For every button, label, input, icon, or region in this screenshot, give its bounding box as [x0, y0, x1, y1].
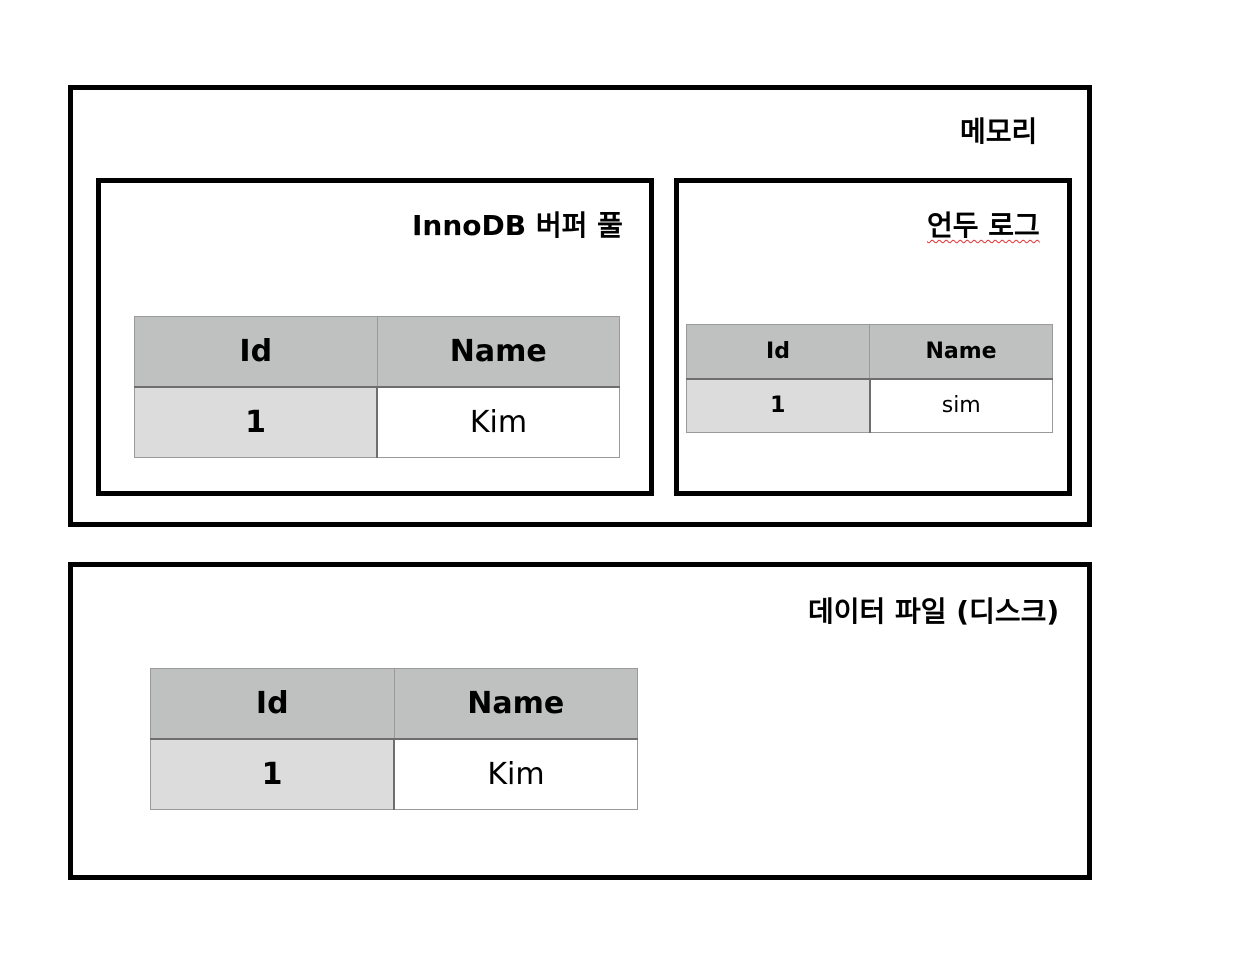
cell-name: Kim	[376, 386, 620, 458]
cell-id: 1	[686, 378, 870, 433]
header-id: Id	[150, 668, 395, 740]
memory-title: 메모리	[960, 115, 1038, 148]
table-row: 1 Kim	[150, 738, 638, 810]
header-id: Id	[686, 324, 870, 379]
data-file-title: 데이터 파일 (디스크)	[808, 595, 1060, 628]
cell-name: sim	[868, 378, 1053, 433]
cell-name: Kim	[393, 738, 638, 810]
header-name: Name	[376, 316, 620, 388]
header-id: Id	[134, 316, 378, 388]
table-header-row: Id Name	[134, 316, 620, 388]
undo-log-table: Id Name 1 sim	[686, 324, 1053, 433]
undo-log-title: 언두 로그	[927, 209, 1040, 242]
table-header-row: Id Name	[686, 324, 1053, 379]
header-name: Name	[393, 668, 638, 740]
cell-id: 1	[150, 738, 395, 810]
table-row: 1 sim	[686, 378, 1053, 433]
table-header-row: Id Name	[150, 668, 638, 740]
cell-id: 1	[134, 386, 378, 458]
buffer-pool-title: InnoDB 버퍼 풀	[412, 209, 623, 242]
buffer-pool-table: Id Name 1 Kim	[134, 316, 620, 458]
data-file-table: Id Name 1 Kim	[150, 668, 638, 810]
header-name: Name	[869, 324, 1053, 379]
table-row: 1 Kim	[134, 386, 620, 458]
